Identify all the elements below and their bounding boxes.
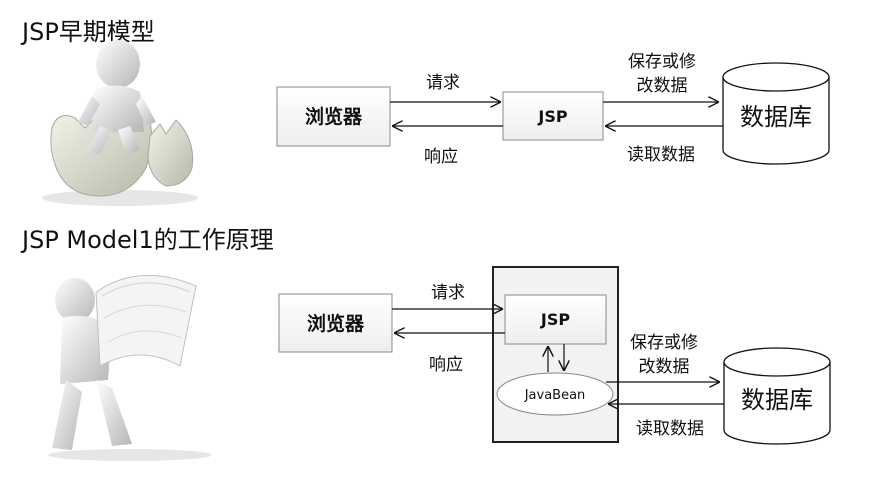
title-early-model: JSP早期模型 <box>22 18 155 46</box>
person-in-eggshell-icon <box>42 40 198 206</box>
early-model-diagram: 浏览器 JSP 数据库 请求 响应 保存或修 改数据 读取数据 <box>276 52 830 167</box>
save-label-line1-model1: 保存或修 <box>630 333 698 353</box>
read-label-model1: 读取数据 <box>636 419 704 439</box>
save-label-line2-model1: 改数据 <box>639 357 690 377</box>
jsp-box <box>502 91 604 141</box>
database-cylinder <box>722 62 830 165</box>
browser-label: 浏览器 <box>305 105 363 128</box>
title-model1: JSP Model1的工作原理 <box>22 226 274 254</box>
database-label-model1: 数据库 <box>741 386 813 414</box>
javabean-ellipse <box>496 372 614 416</box>
request-label: 请求 <box>426 73 460 93</box>
container-box <box>492 266 619 443</box>
javabean-label: JavaBean <box>524 388 586 403</box>
browser-label-model1: 浏览器 <box>307 312 365 335</box>
database-label: 数据库 <box>740 103 812 131</box>
save-label-line1: 保存或修 <box>628 52 696 72</box>
response-label-model1: 响应 <box>429 355 463 375</box>
model1-diagram: JSP JavaBean 浏览器 请求 响应 数据库 保存或修 改数据 读取数据 <box>278 266 831 445</box>
response-label: 响应 <box>424 147 458 167</box>
person-carrying-book-icon <box>48 274 212 461</box>
jsp-label: JSP <box>537 107 567 126</box>
jsp-label-model1: JSP <box>540 310 570 329</box>
read-label: 读取数据 <box>627 145 695 165</box>
browser-box-model1 <box>278 293 393 353</box>
request-label-model1: 请求 <box>431 283 465 303</box>
browser-box <box>276 86 391 147</box>
save-label-line2: 改数据 <box>637 76 688 96</box>
jsp-box-model1 <box>504 294 607 345</box>
database-cylinder-model1 <box>723 347 831 445</box>
